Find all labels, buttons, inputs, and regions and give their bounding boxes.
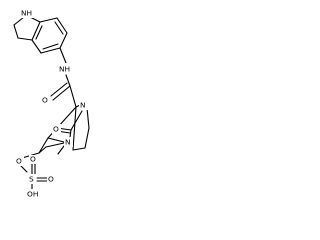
- atom-n-bridge: N: [65, 138, 71, 147]
- bond-c3-c3a: [17, 37, 33, 41]
- bond-bridgehead-nbridge: [45, 142, 65, 148]
- atom-nh-indoline: NH: [21, 9, 32, 18]
- bond-ch2-ch2: [38, 137, 49, 154]
- bond-o-s: [19, 164, 28, 173]
- bond-c5-c4-inner: [42, 43, 59, 50]
- bond-c6-c6-inner: [54, 21, 64, 35]
- chemical-structure-diagram: NH NH O N O N O O S O OH: [13, 8, 90, 199]
- bond-c7a-c7: [39, 17, 58, 23]
- bond-carbonyl-o: [52, 85, 71, 101]
- bond-c5-c4: [40, 47, 61, 54]
- atom-n-top: N: [80, 101, 86, 110]
- bond-c5-nh: [59, 47, 67, 64]
- bond-ring-c2: [72, 106, 77, 151]
- bond-ch2-bridgehead: [38, 146, 47, 154]
- bond-urea-c-nbridge: [69, 129, 72, 138]
- bond-bridgehead-ring: [72, 147, 86, 151]
- bond-c2-c3: [13, 24, 19, 39]
- bond-nh-carbonyl: [65, 74, 71, 87]
- amide-linkage: [50, 47, 77, 108]
- bond-carbonyl-c2: [69, 85, 77, 108]
- indoline-benzene-ring: [31, 17, 68, 54]
- bond-c3a-c7a-inner: [35, 25, 43, 40]
- bond-c7-c6: [56, 17, 68, 34]
- bond-c3a-c7a: [31, 21, 41, 41]
- bond-c6-c5: [59, 32, 68, 49]
- bond-ntop-urea-c: [70, 110, 83, 131]
- atom-o-ester: O: [16, 157, 22, 166]
- atom-nh-amide: NH: [59, 65, 70, 74]
- bond-n1-c2: [13, 16, 25, 26]
- atom-o-urea: O: [53, 125, 59, 134]
- atom-o-sulfonyl-right: O: [48, 175, 54, 184]
- bond-carbonyl-o-double: [50, 82, 68, 97]
- bond-c4-c3a: [31, 39, 42, 54]
- atom-s: S: [29, 175, 34, 184]
- sulfate-group: [19, 145, 65, 191]
- atom-labels: NH NH O N O N O O S O OH: [15, 8, 88, 199]
- bond-nbridge-o: [57, 145, 65, 155]
- atom-oh-sulfonic: OH: [27, 190, 38, 199]
- atom-o-sulfonyl-top: O: [30, 155, 36, 164]
- bond-ntop-c: [86, 107, 90, 129]
- indoline-five-ring: [13, 16, 41, 41]
- diazabicyclo-core: [38, 104, 90, 154]
- bond-c-bridgehead: [84, 127, 90, 149]
- atom-o-amide: O: [42, 96, 48, 105]
